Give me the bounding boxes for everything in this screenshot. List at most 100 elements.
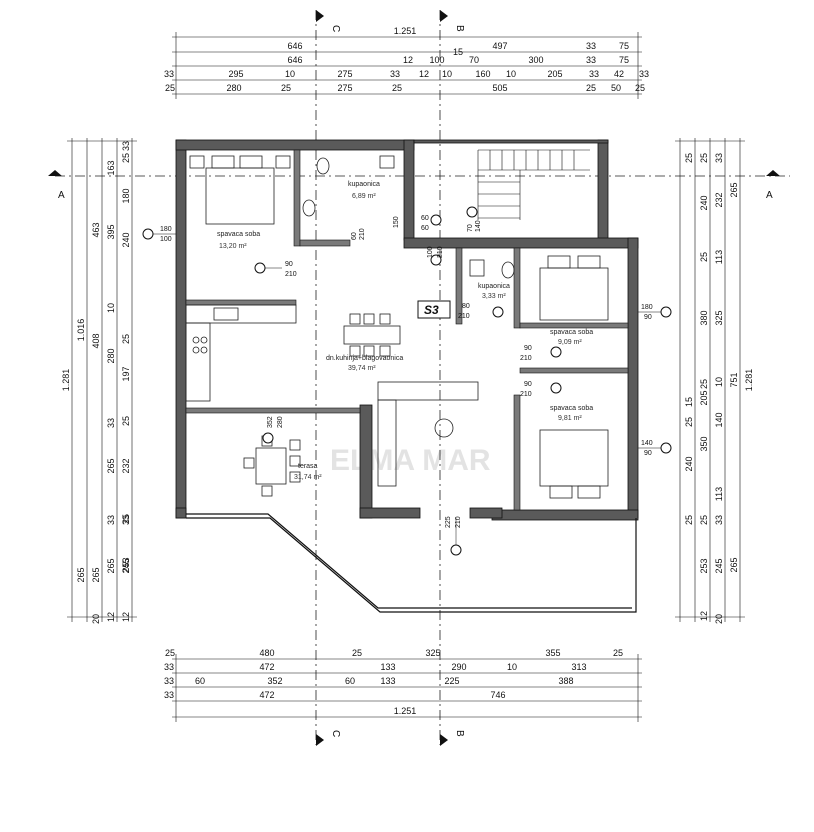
svg-text:265: 265 (106, 458, 116, 473)
section-b-top: B (454, 25, 465, 32)
svg-text:380: 380 (699, 310, 709, 325)
dim-lines-bottom (172, 654, 642, 722)
svg-text:210: 210 (455, 516, 462, 528)
svg-text:33: 33 (121, 515, 131, 525)
svg-text:12: 12 (699, 611, 709, 621)
interior-walls (185, 149, 629, 511)
dim-top-row-4: 33 295 10 275 33 12 10 160 10 205 33 42 … (164, 69, 649, 79)
svg-text:472: 472 (259, 690, 274, 700)
svg-text:395: 395 (106, 224, 116, 239)
svg-text:90: 90 (285, 261, 293, 268)
svg-text:210: 210 (520, 355, 532, 362)
door-tag-terrace: 352 280 (262, 416, 284, 444)
room-bathroom-1: kupaonica 6,89 m² (348, 181, 380, 200)
svg-text:10: 10 (106, 303, 116, 313)
dim-top-row-3: 646 12 100 70 300 33 75 (287, 55, 629, 65)
window-tag-bathroom-1: 150 60 60 (393, 214, 442, 232)
svg-text:33: 33 (589, 69, 599, 79)
svg-text:205: 205 (547, 69, 562, 79)
room-bedroom-3: spavaca soba 9,81 m² (550, 405, 593, 422)
svg-text:90: 90 (524, 345, 532, 352)
door-tag-bedroom-1: 90 210 (254, 261, 297, 278)
svg-text:232: 232 (714, 192, 724, 207)
svg-text:350: 350 (699, 436, 709, 451)
svg-text:75: 75 (619, 41, 629, 51)
room-bathroom-2: kupaonica 3,33 m² (478, 283, 510, 300)
svg-text:325: 325 (714, 310, 724, 325)
svg-text:646: 646 (287, 55, 302, 65)
bed-icon (189, 155, 609, 499)
svg-text:25: 25 (121, 416, 131, 426)
room-terrace: terasa 31,74 m² (294, 463, 322, 481)
svg-text:33: 33 (106, 418, 116, 428)
svg-text:265: 265 (106, 558, 116, 573)
svg-text:10: 10 (442, 69, 452, 79)
svg-text:746: 746 (490, 690, 505, 700)
window-tag-stair: 100 210 (427, 246, 444, 266)
section-a-left: A (58, 190, 65, 201)
door-tag-bathroom-1: 60 210 (351, 228, 366, 240)
svg-text:3,33 m²: 3,33 m² (482, 293, 506, 300)
svg-text:275: 275 (337, 69, 352, 79)
dim-right-col-3: 33 232 113 325 10 140 113 33 245 20 (714, 153, 724, 624)
svg-text:9,09 m²: 9,09 m² (558, 339, 582, 346)
svg-text:50: 50 (611, 83, 621, 93)
dim-lines-right (675, 138, 745, 622)
svg-text:25: 25 (165, 83, 175, 93)
svg-text:33: 33 (164, 662, 174, 672)
svg-text:spavaca soba: spavaca soba (550, 405, 593, 412)
section-c-top: C (330, 25, 341, 32)
room-bedroom-2: spavaca soba 9,09 m² (550, 329, 593, 346)
dim-left-col-3: 463 408 265 20 (91, 222, 101, 624)
svg-text:25: 25 (121, 153, 131, 163)
svg-text:100: 100 (160, 236, 172, 243)
toilet-icon (302, 155, 515, 279)
dim-lines-left (67, 138, 137, 622)
kitchen-counter (185, 304, 297, 402)
terrace-outline (186, 513, 637, 613)
svg-text:25: 25 (699, 153, 709, 163)
svg-text:197: 197 (121, 366, 131, 381)
svg-text:150: 150 (393, 216, 400, 228)
svg-text:75: 75 (619, 55, 629, 65)
svg-text:472: 472 (259, 662, 274, 672)
dim-left-col-6: 25 240 25 253 (121, 153, 131, 573)
svg-text:10: 10 (507, 662, 517, 672)
svg-text:33: 33 (106, 515, 116, 525)
svg-text:300: 300 (528, 55, 543, 65)
svg-text:kupaonica: kupaonica (348, 181, 380, 188)
svg-text:210: 210 (359, 228, 366, 240)
svg-text:33: 33 (164, 690, 174, 700)
svg-text:25: 25 (352, 648, 362, 658)
svg-text:90: 90 (524, 381, 532, 388)
dim-bottom-row-2: 33 472 133 290 10 313 (164, 662, 587, 672)
svg-text:spavaca soba: spavaca soba (217, 231, 260, 238)
svg-text:240: 240 (699, 195, 709, 210)
window-tag-left: 180 100 (142, 226, 176, 243)
svg-text:25: 25 (684, 515, 694, 525)
section-c-bottom: C (330, 730, 341, 737)
svg-text:280: 280 (226, 83, 241, 93)
svg-text:25: 25 (613, 648, 623, 658)
dim-bottom-row-4: 33 472 746 (164, 690, 506, 700)
svg-text:33: 33 (639, 69, 649, 79)
svg-text:12: 12 (403, 55, 413, 65)
svg-text:388: 388 (558, 676, 573, 686)
unit-tag: S3 (417, 300, 451, 319)
svg-text:265: 265 (729, 557, 739, 572)
svg-text:70: 70 (469, 55, 479, 65)
svg-text:20: 20 (714, 614, 724, 624)
dim-right-col-4: 25 240 25 380 25 205 350 25 253 12 (699, 153, 709, 621)
dim-top-row-2: 646 15 497 33 75 (287, 41, 629, 57)
svg-text:dn.kuhinja+blagovaonica: dn.kuhinja+blagovaonica (326, 355, 403, 362)
svg-text:463: 463 (91, 222, 101, 237)
svg-text:33: 33 (121, 141, 131, 151)
svg-text:225: 225 (444, 676, 459, 686)
svg-text:25: 25 (684, 153, 694, 163)
svg-text:33: 33 (164, 676, 174, 686)
svg-text:33: 33 (390, 69, 400, 79)
staircase (477, 149, 590, 220)
dim-right-col-5: 25 15 25 240 25 (684, 153, 694, 525)
svg-text:210: 210 (520, 391, 532, 398)
svg-text:280: 280 (277, 416, 284, 428)
